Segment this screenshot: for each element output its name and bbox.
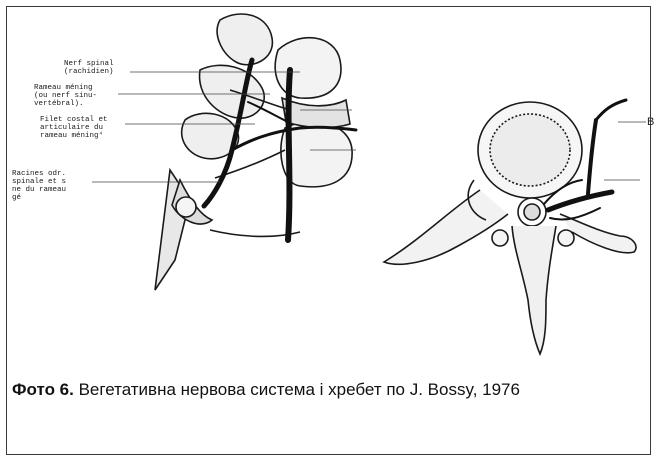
caption-label: Фото 6.: [12, 380, 74, 399]
caption-text: Вегетативна нервова система і хребет по …: [74, 380, 520, 399]
label-rameau-meninge: Rameau méning (ou nerf sinu- vertébral).: [34, 84, 97, 108]
label-marker-b: B: [647, 116, 654, 128]
label-filet-costal: Filet costal et articulaire du rameau mé…: [40, 116, 108, 140]
top-view-vertebra-drawing: [384, 102, 636, 354]
lateral-vertebrae-drawing: [155, 14, 352, 290]
label-nerf-spinal: Nerf spinal (rachidien): [64, 60, 114, 76]
label-pointer-lines-right: [604, 122, 646, 180]
label-racines: Racines odr. spinale et s ne du rameau g…: [12, 170, 66, 202]
figure-caption: Фото 6. Вегетативна нервова система і хр…: [12, 378, 642, 402]
